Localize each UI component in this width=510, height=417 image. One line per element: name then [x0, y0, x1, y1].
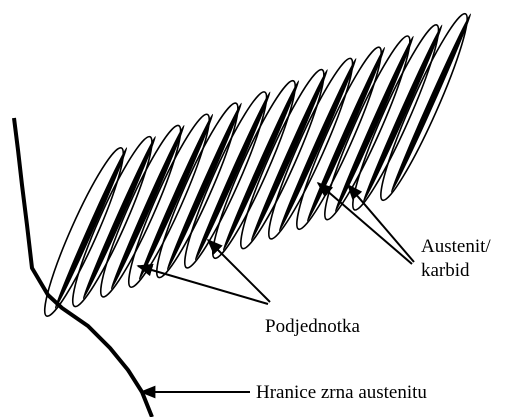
- subunit-arrow-1: [138, 266, 268, 304]
- austenite-carbide-label-line1: Austenit/: [421, 236, 491, 257]
- subunit-arrow-2: [208, 240, 270, 302]
- subunit-sheaf: [35, 9, 478, 322]
- austenite-carbide-label-line2: karbid: [421, 260, 470, 281]
- subunit-label: Podjednotka: [265, 316, 361, 337]
- grain-boundary-label: Hranice zrna austenitu: [256, 382, 427, 403]
- leader-arrows: [138, 183, 414, 392]
- carbide-lath-2: [80, 135, 158, 300]
